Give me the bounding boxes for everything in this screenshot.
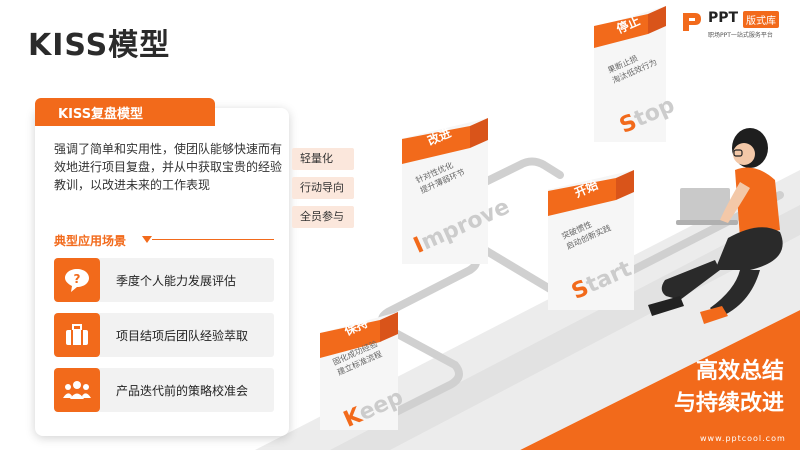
tag-lightweight: 轻量化: [292, 148, 354, 170]
brand-logo[interactable]: PPT 版式库 职场PPT一站式服务平台: [680, 8, 795, 44]
keep-label-shape: [320, 312, 398, 358]
site-url[interactable]: www.pptcool.com: [700, 434, 786, 443]
stop-label-shape: [594, 6, 666, 48]
tag-action-oriented: 行动导向: [292, 177, 354, 199]
svg-text:?: ?: [74, 272, 81, 286]
logo-ppt-text: PPT: [708, 10, 739, 26]
scenario-item: 项目结项后团队经验萃取: [54, 313, 274, 357]
card-description: 强调了简单和实用性，使团队能够快速而有效地进行项目复盘，并从中获取宝贵的经验教训…: [54, 142, 283, 192]
person-with-laptop-illustration: [648, 128, 783, 324]
headline-line-2: 与持续改进: [673, 391, 784, 416]
logo-badge: 版式库: [743, 11, 779, 28]
scenario-text: 项目结项后团队经验萃取: [116, 329, 249, 343]
logo-mark-icon: [683, 13, 701, 31]
scenario-item: ? 季度个人能力发展评估: [54, 258, 274, 302]
card-tab-label: KISS复盘模型: [58, 107, 144, 122]
scenario-text: 季度个人能力发展评估: [116, 274, 237, 288]
start-label-shape: [548, 170, 634, 216]
headline: 高效总结 与持续改进: [624, 356, 784, 420]
team-icon: [54, 368, 100, 412]
improve-label-shape: [402, 118, 488, 164]
scenarios-label: 典型应用场景: [54, 234, 127, 248]
tag-all-participate: 全员参与: [292, 206, 354, 228]
card-tab: [35, 98, 215, 126]
divider: [152, 239, 274, 240]
headline-line-1: 高效总结: [695, 359, 784, 384]
triangle-down-icon: [142, 236, 152, 243]
scenario-item: 产品迭代前的策略校准会: [54, 368, 274, 412]
question-bubble-icon: ?: [54, 258, 100, 302]
scenario-text: 产品迭代前的策略校准会: [116, 384, 249, 398]
briefcase-icon: [54, 313, 100, 357]
page-title: KISS模型: [28, 28, 171, 63]
logo-subtitle: 职场PPT一站式服务平台: [708, 32, 773, 39]
